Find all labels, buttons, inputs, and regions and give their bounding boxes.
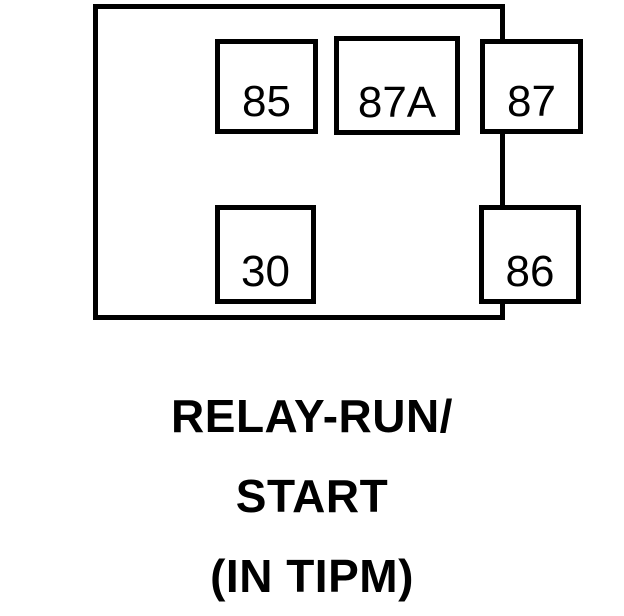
relay-terminal-87[interactable]: 87 — [480, 39, 583, 134]
relay-terminal-86[interactable]: 86 — [479, 205, 581, 304]
relay-terminal-85[interactable]: 85 — [215, 39, 318, 134]
caption-line-2: START — [235, 470, 389, 522]
terminal-label-86: 86 — [505, 247, 555, 296]
terminal-label-87a: 87A — [357, 78, 437, 127]
terminal-label-85: 85 — [242, 77, 291, 126]
relay-body-outline: 85 87A 87 30 86 — [93, 4, 583, 320]
relay-terminal-30[interactable]: 30 — [215, 205, 316, 304]
relay-caption: RELAY-RUN/ START (IN TIPM) — [0, 376, 624, 616]
terminal-label-30: 30 — [241, 247, 290, 296]
terminal-label-87: 87 — [507, 77, 556, 126]
caption-line-1: RELAY-RUN/ — [171, 390, 453, 442]
relay-terminal-87a[interactable]: 87A — [334, 36, 460, 135]
caption-line-3: (IN TIPM) — [210, 550, 414, 602]
